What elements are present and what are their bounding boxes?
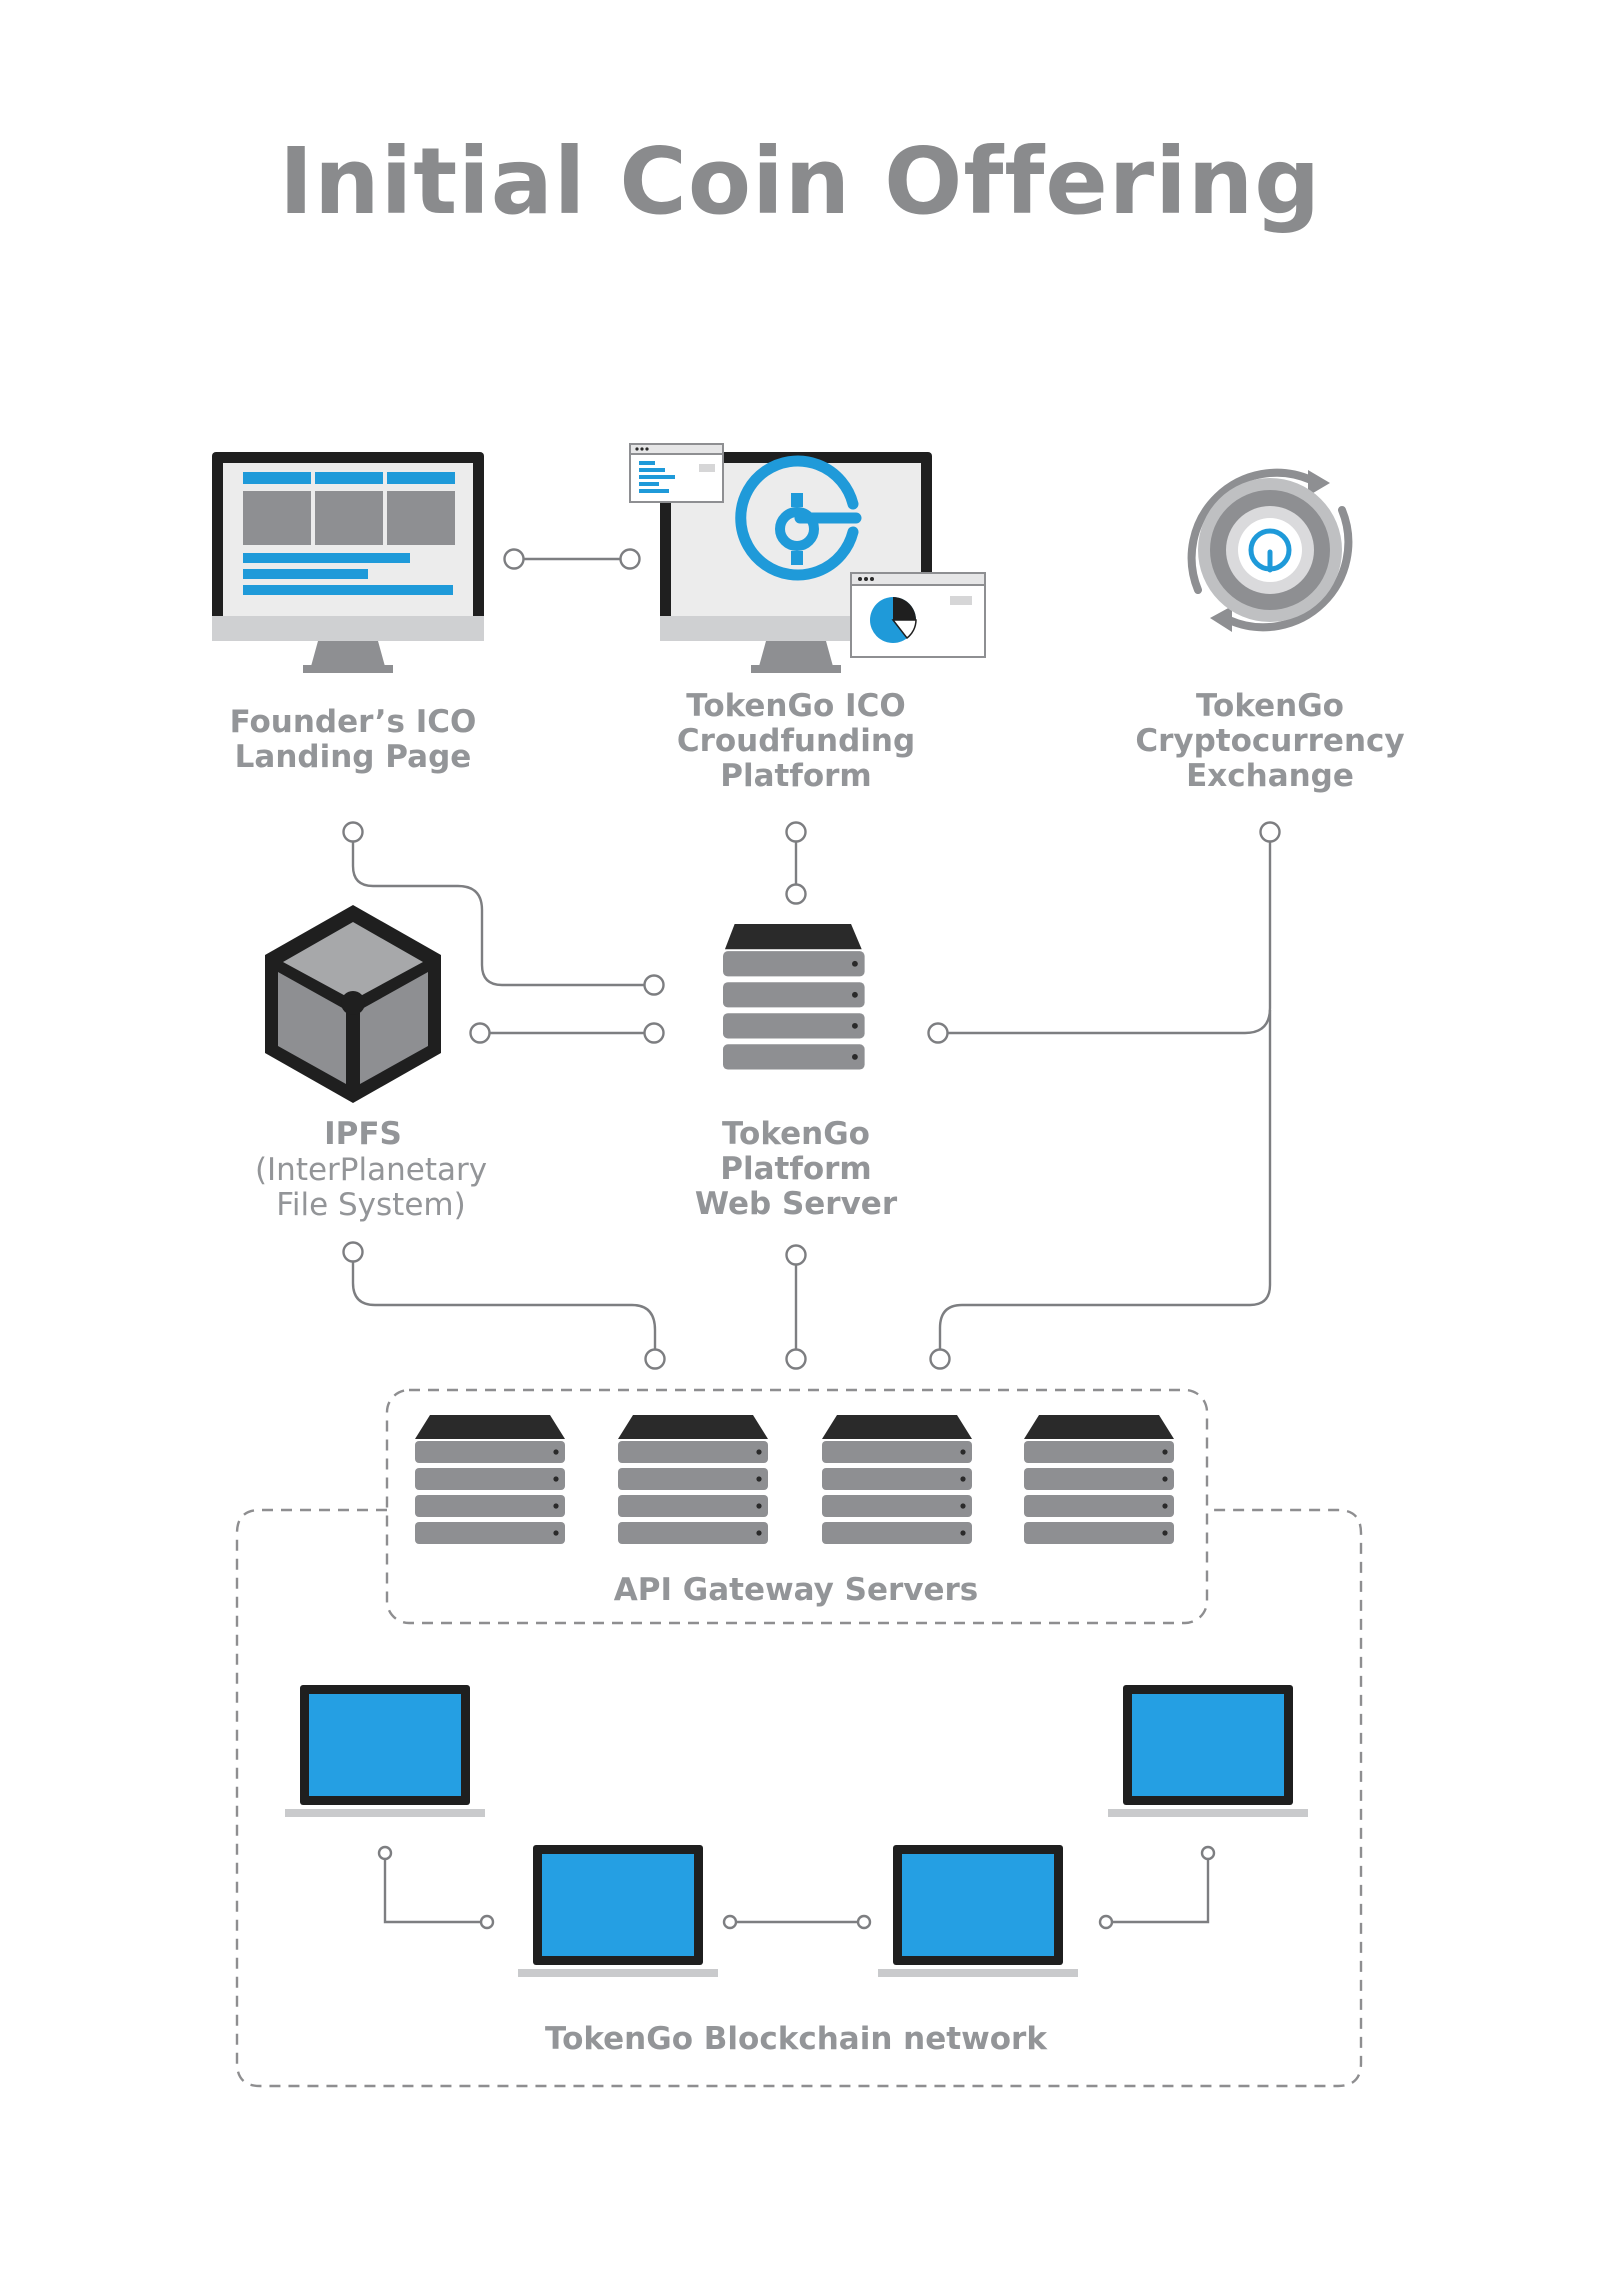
laptop-icon [518, 1845, 718, 1977]
dashed-borders [235, 1388, 1363, 2088]
api-gateway-box [385, 1388, 1209, 1625]
connector-laptop4-laptop3 [1110, 1857, 1210, 1924]
server-stack-icon [415, 1415, 565, 1544]
landing-page-label: Founder’s ICO Landing Page [229, 704, 477, 775]
api-gateway-label: API Gateway Servers [613, 1572, 979, 1608]
ipfs-label: IPFS [324, 1116, 402, 1152]
exchange-coin-icon [1187, 468, 1353, 632]
blockchain-network-label: TokenGo Blockchain network [545, 2021, 1047, 2057]
ipfs-sublabel: (InterPlanetary File System) [254, 1152, 488, 1223]
laptop-icon [878, 1845, 1078, 1977]
crowdfunding-label: TokenGo ICO Croudfunding Platform [676, 688, 916, 794]
web-server-label: TokenGo Platform Web Server [694, 1116, 898, 1222]
connector-ipfs-gateway [351, 1255, 657, 1355]
connector-nodes [342, 548, 1281, 1930]
server-stack-icon [822, 1415, 972, 1544]
connectors [351, 557, 1272, 1924]
page-title: Initial Coin Offering [278, 128, 1322, 235]
connector-exchange-gateway [938, 1010, 1272, 1355]
exchange-label: TokenGo Cryptocurrency Exchange [1135, 688, 1405, 794]
ipfs-cube-icon [265, 905, 441, 1103]
browser-window-icon [629, 443, 724, 503]
tokengo-logo-icon [735, 455, 862, 581]
connector-laptop1-laptop2 [383, 1857, 483, 1924]
blockchain-laptops [285, 1685, 1308, 1977]
server-stack-icon [723, 924, 865, 1070]
desktop-monitor-icon [212, 452, 484, 673]
api-gateway-servers [415, 1415, 1174, 1544]
pie-chart-window-icon [850, 572, 986, 658]
laptop-icon [285, 1685, 485, 1817]
server-stack-icon [618, 1415, 768, 1544]
connector-landing-webserver [351, 833, 647, 987]
server-stack-icon [1024, 1415, 1174, 1544]
connector-webserver-exchange [945, 840, 1272, 1035]
pie-chart-icon [870, 597, 917, 643]
laptop-icon [1108, 1685, 1308, 1817]
